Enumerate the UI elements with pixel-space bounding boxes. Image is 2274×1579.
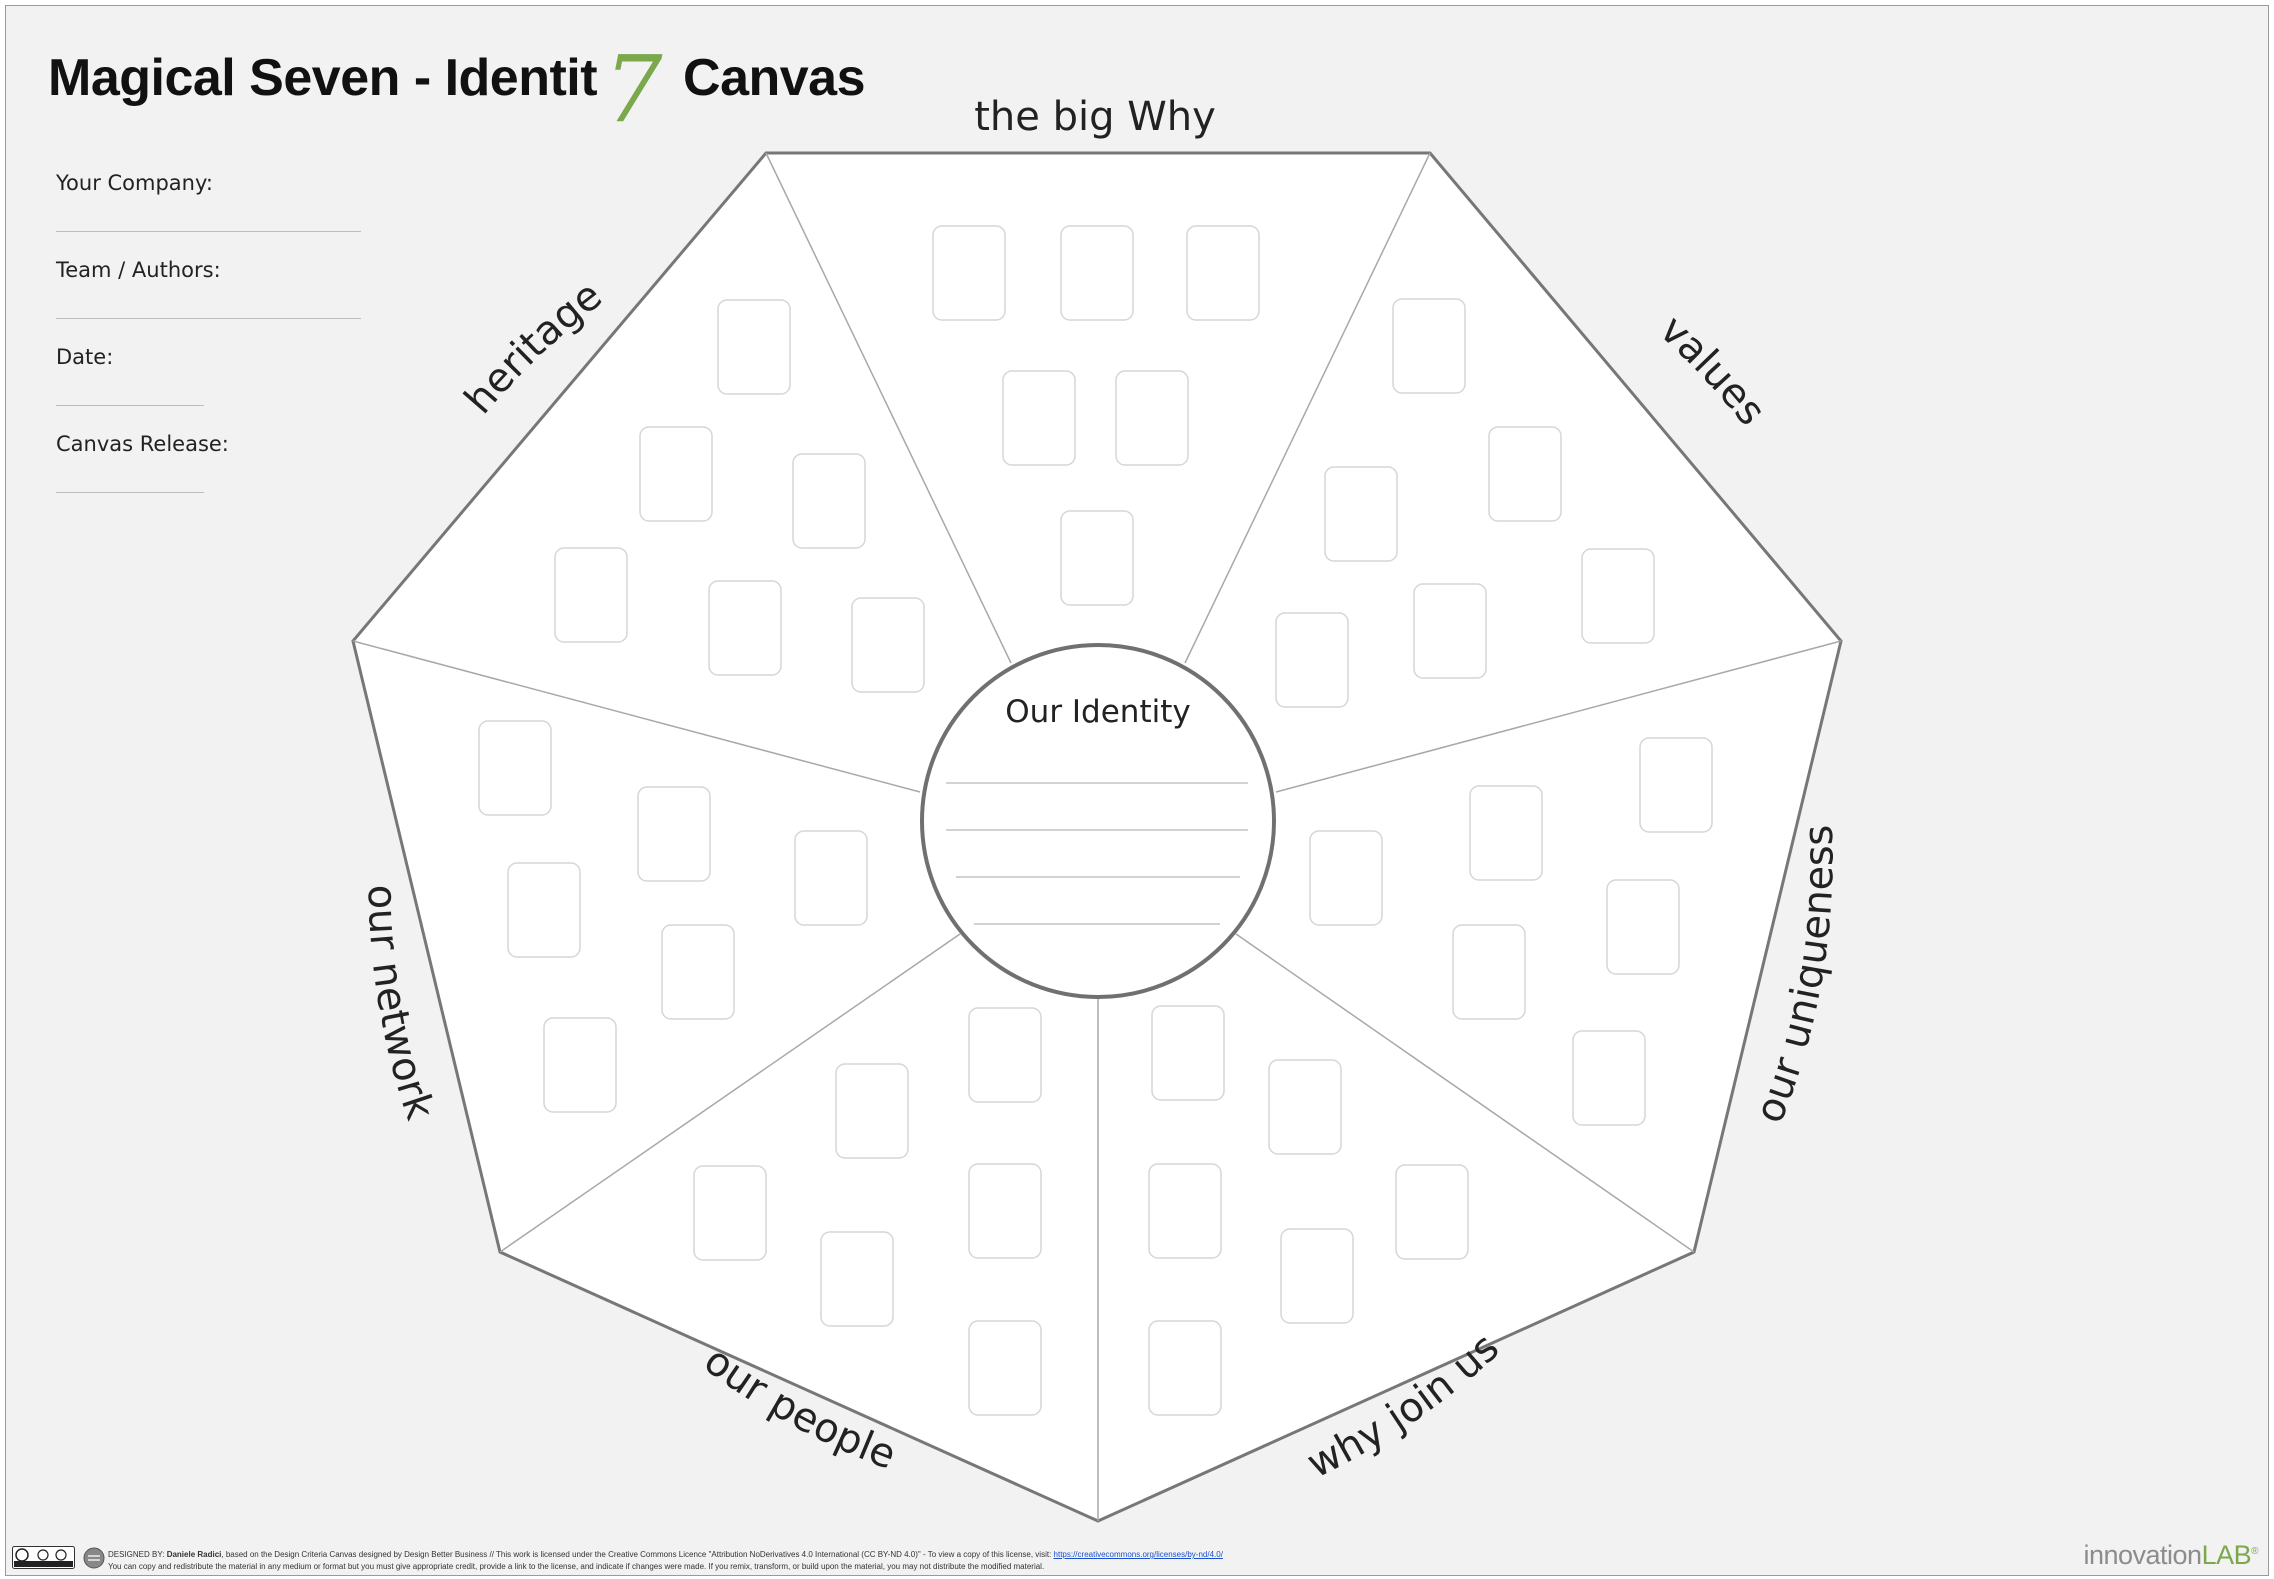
identity-writing-lines [946, 782, 1248, 925]
identity-label: Our Identity [1005, 694, 1190, 730]
section-label-big-why: the big Why [974, 94, 1216, 140]
designed-by-prefix: DESIGNED BY: [108, 1550, 167, 1559]
title-text-start: Magical Seven - Identit [48, 49, 598, 107]
company-field[interactable] [56, 231, 361, 232]
innovation-lab-logo: innovationLAB® [2083, 1540, 2258, 1571]
cc-license-badge [12, 1546, 105, 1569]
section-label-values: values [1651, 307, 1775, 435]
license-text: , based on the Design Criteria Canvas de… [221, 1550, 1054, 1559]
title-text-end: Canvas [669, 49, 866, 107]
date-label: Date: [56, 345, 114, 369]
section-dividers [352, 152, 1842, 1521]
team-authors-field[interactable] [56, 318, 361, 319]
identity-circle [920, 643, 1276, 999]
license-line-2: You can copy and redistribute the materi… [108, 1562, 1045, 1571]
brand-innovation: innovation [2083, 1540, 2202, 1570]
date-field[interactable] [56, 405, 204, 406]
license-link[interactable]: https://creativecommons.org/licenses/by-… [1053, 1550, 1223, 1559]
designer-name: Daniele Radici [166, 1550, 222, 1559]
canvas-release-field[interactable] [56, 492, 204, 493]
license-line-1: DESIGNED BY: Daniele Radici, based on th… [108, 1550, 1223, 1559]
team-authors-label: Team / Authors: [56, 258, 221, 282]
sticky-note-slots [478, 225, 1713, 1416]
canvas-release-label: Canvas Release: [56, 432, 229, 456]
company-label: Your Company: [56, 171, 213, 195]
brand-lab: LAB [2201, 1540, 2252, 1570]
brand-registered-mark: ® [2251, 1546, 2258, 1557]
license-footer: DESIGNED BY: Daniele Radici, based on th… [4, 1543, 2266, 1573]
